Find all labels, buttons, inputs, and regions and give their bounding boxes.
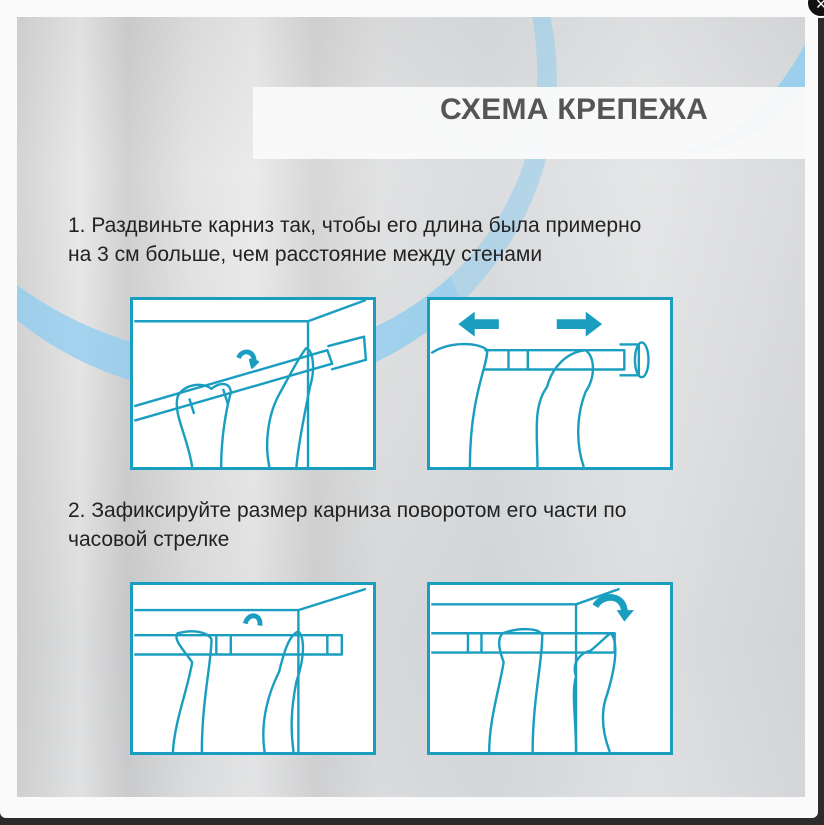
step-2-text: 2. Зафиксируйте размер карниза поворотом… (68, 496, 788, 554)
close-button[interactable]: × (806, 0, 824, 18)
step-2-line-1: 2. Зафиксируйте размер карниза поворотом… (68, 499, 627, 522)
step-2-panel-1 (130, 582, 376, 755)
step-1-line-1: 1. Раздвиньте карниз так, чтобы его длин… (68, 214, 642, 237)
close-icon: × (815, 0, 824, 14)
step-2-line-2: часовой стрелке (68, 528, 230, 551)
step-2-panel-2 (427, 582, 673, 755)
step-1-panel-1 (130, 297, 376, 470)
step-1-text: 1. Раздвиньте карниз так, чтобы его длин… (68, 211, 788, 269)
title-band (253, 87, 805, 159)
step-1-line-2: на 3 см больше, чем расстояние между сте… (68, 243, 543, 266)
scheme-title: СХЕМА КРЕПЕЖА (440, 93, 709, 126)
step-1-panel-2 (427, 297, 673, 470)
